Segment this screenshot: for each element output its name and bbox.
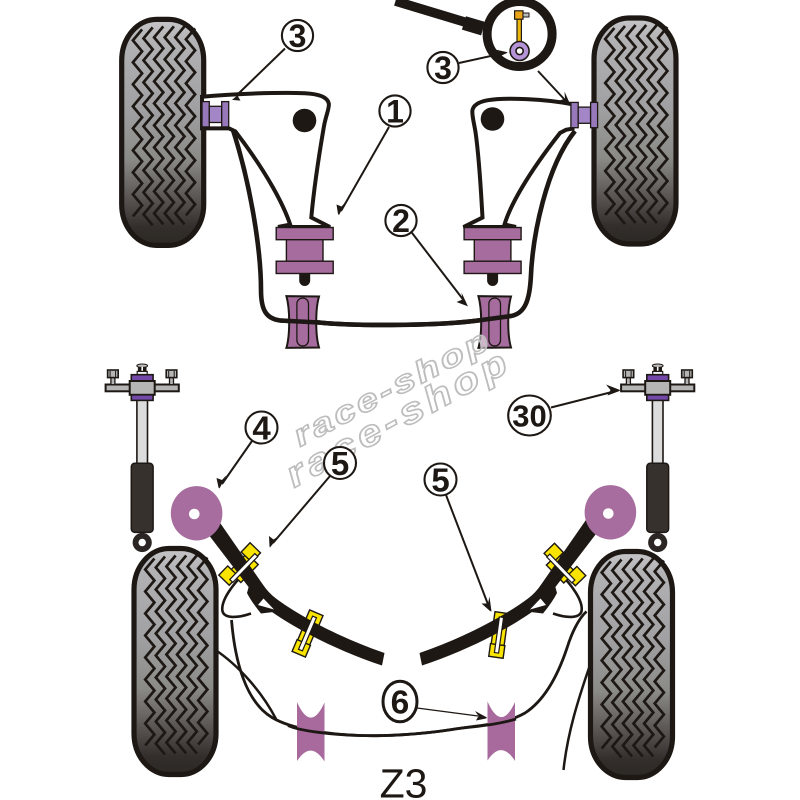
svg-text:5: 5 — [331, 445, 349, 482]
svg-text:6: 6 — [391, 685, 410, 722]
svg-text:3: 3 — [289, 18, 307, 54]
svg-text:3: 3 — [434, 50, 452, 86]
svg-text:Z3: Z3 — [380, 761, 428, 800]
svg-text:2: 2 — [392, 203, 410, 239]
svg-text:30: 30 — [512, 399, 546, 434]
svg-text:4: 4 — [252, 410, 271, 447]
svg-text:5: 5 — [431, 462, 449, 499]
svg-text:1: 1 — [386, 94, 404, 130]
